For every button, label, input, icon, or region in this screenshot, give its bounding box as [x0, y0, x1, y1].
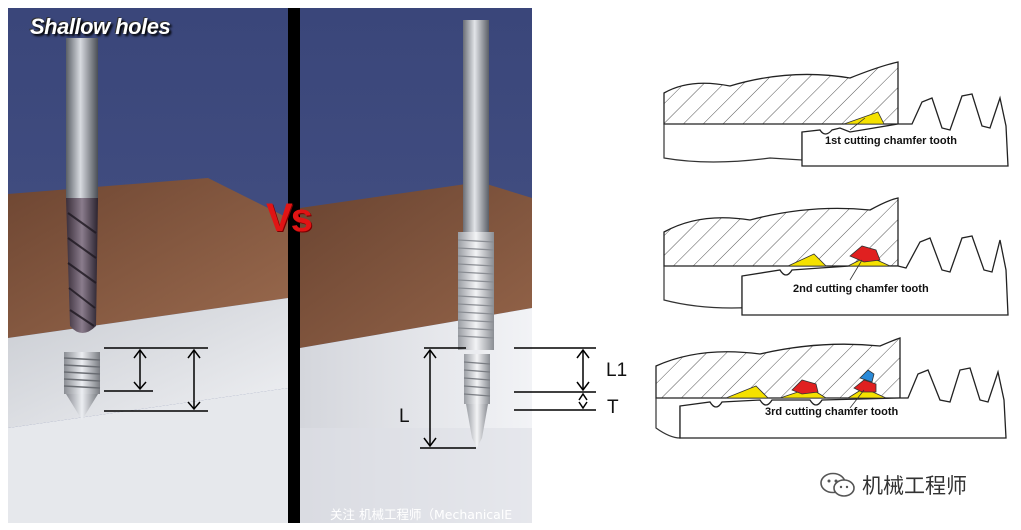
workpiece-section: [655, 337, 901, 399]
dimension-l1-label: L1: [606, 360, 628, 381]
chip-yellow-1: [725, 385, 769, 399]
dimension-l-label: L: [399, 406, 410, 427]
tap-shank: [66, 38, 98, 198]
tap-teeth: [679, 367, 1007, 439]
through-holes-panel: [300, 8, 532, 523]
spiral-flute: [66, 198, 98, 333]
brand-watermark: 机械工程师: [818, 470, 967, 500]
brand-name: 机械工程师: [862, 474, 967, 498]
shallow-holes-panel: Shallow holes: [8, 8, 288, 523]
chip-red-2: [853, 379, 877, 393]
tap-point: [466, 404, 488, 448]
chip-yellow-1: [787, 253, 827, 267]
caption-3rd: 3rd cutting chamfer tooth: [765, 406, 899, 418]
l1-t-dimensions: [514, 347, 596, 411]
diagram-3rd-chamfer: [655, 337, 1007, 439]
panel-divider: [288, 8, 300, 523]
caption-1st: 1st cutting chamfer tooth: [825, 135, 958, 147]
chip-blue: [859, 369, 875, 383]
bottom-watermark: 关注 机械工程师（MechanicalE: [330, 507, 513, 522]
tap-outline: [663, 124, 803, 163]
vs-label: Vs: [266, 196, 313, 240]
workpiece-section: [663, 61, 899, 125]
through-holes-illustration: [300, 8, 532, 523]
chip-red-1: [791, 379, 819, 395]
shallow-holes-illustration: [8, 8, 288, 523]
chip-yellow: [843, 111, 885, 125]
tap-square-end: [463, 20, 489, 82]
tap-point: [66, 394, 98, 420]
dimension-lines: [104, 347, 208, 412]
diagram-2nd-chamfer: [663, 197, 1009, 316]
workpiece-shadow: [300, 428, 532, 523]
tap-teeth: [741, 235, 1009, 316]
panel-title: Shallow holes: [30, 14, 171, 39]
dimension-lines: [420, 347, 476, 449]
wechat-icon: [820, 472, 855, 497]
threaded-body: [458, 232, 494, 350]
tap-teeth: [801, 93, 1009, 167]
chip-yellow-3: [846, 387, 887, 399]
tap-shank: [463, 82, 489, 232]
diagram-1st-chamfer: [663, 61, 1009, 167]
workpiece-section: [663, 197, 899, 267]
workpiece-lower: [8, 388, 288, 523]
tap-outline: [655, 398, 681, 439]
dimension-t-label: T: [607, 397, 619, 418]
caption-2nd: 2nd cutting chamfer tooth: [793, 283, 929, 295]
